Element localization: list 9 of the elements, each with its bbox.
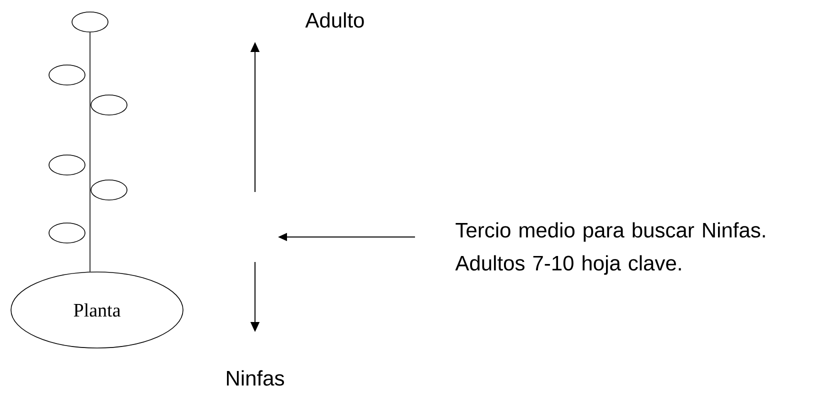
leaf-ellipse: [48, 154, 86, 176]
leaf-ellipse: [90, 94, 128, 116]
leaf-ellipse: [48, 222, 86, 244]
leaf-ellipse: [72, 12, 108, 32]
leaf-ellipse: [48, 64, 86, 86]
leaf-ellipse: [90, 180, 128, 200]
axis-label: Adulto: [305, 12, 364, 28]
axis-label: Ninfas: [226, 370, 284, 386]
note-text: Tercio medio para buscar Ninfas. Adultos 7-10 hoja clave.: [455, 222, 765, 275]
